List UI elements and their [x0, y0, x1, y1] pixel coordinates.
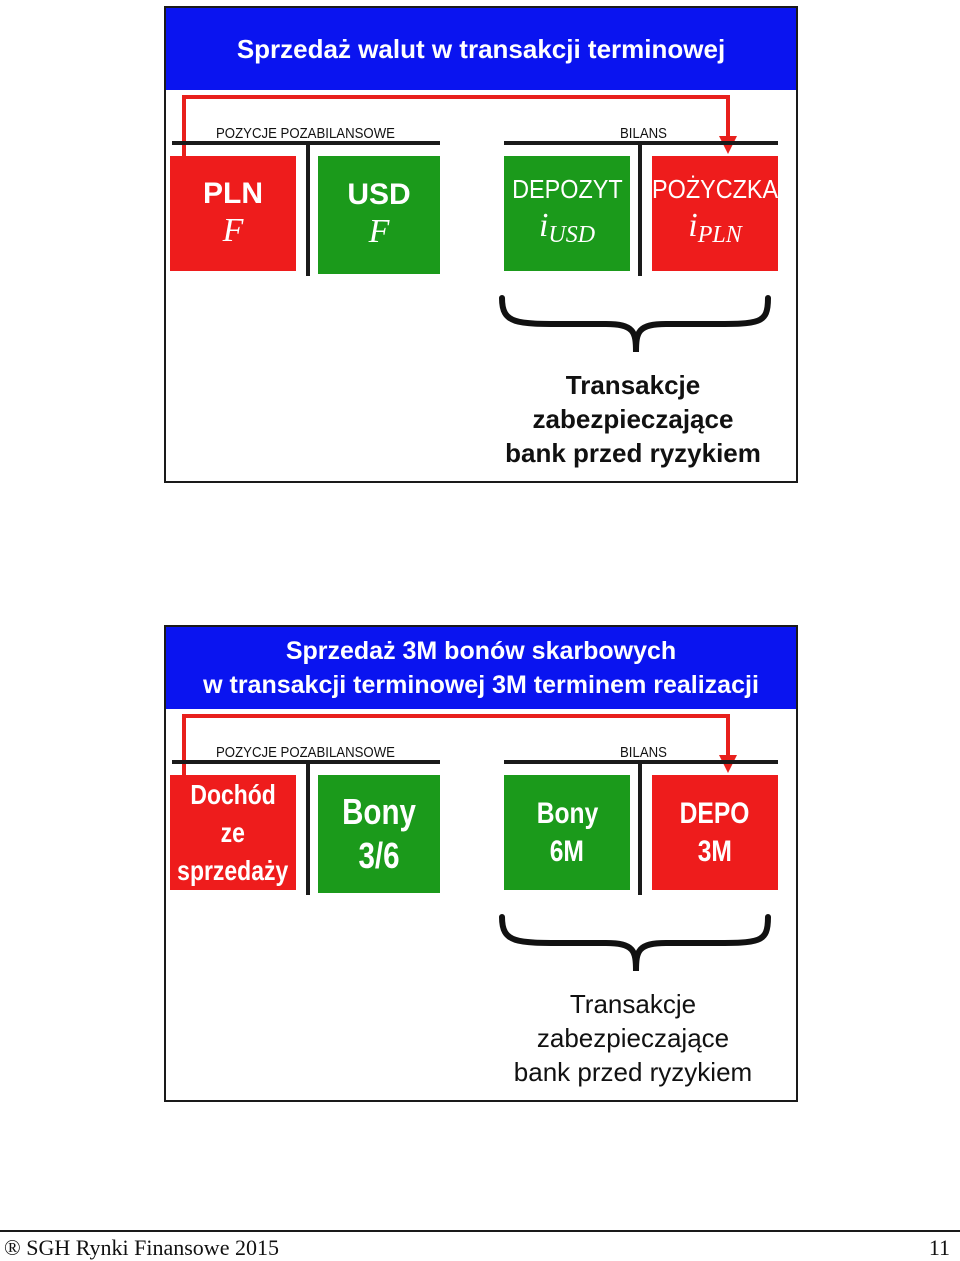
rate-symbol: i — [538, 207, 549, 244]
box-label: DEPO — [680, 796, 750, 830]
box-pln-forward: PLN F — [170, 156, 296, 271]
rate-symbol: i — [688, 207, 698, 244]
arrow-head-icon — [719, 755, 737, 773]
t-account-divider-offbalance — [306, 141, 310, 276]
box-label: Bony — [536, 796, 598, 830]
header-balance: BILANS — [620, 744, 667, 761]
box-label: DEPOZYT — [511, 174, 623, 204]
t-account-divider-offbalance — [306, 760, 310, 895]
curly-brace-icon — [499, 295, 771, 353]
header-offbalance: POZYCJE POZABILANSOWE — [216, 125, 395, 142]
footer-copyright: ® SGH Rynki Finansowe 2015 — [4, 1235, 279, 1260]
box-sale-income: Dochód ze sprzedaży — [170, 775, 296, 890]
box-label: 6M — [549, 834, 585, 868]
box-loan-pln: POŻYCZKA iPLN — [652, 156, 778, 271]
box-label: USD — [347, 178, 411, 211]
t-account-divider-balance — [638, 760, 642, 895]
slide-forward-tbills: Sprzedaż 3M bonów skarbowych w transakcj… — [164, 625, 798, 1102]
box-label: ze — [220, 816, 246, 848]
slide-title-bar: Sprzedaż 3M bonów skarbowych w transakcj… — [166, 627, 796, 709]
header-balance: BILANS — [620, 125, 667, 142]
rate-currency: PLN — [697, 222, 742, 248]
box-usd-forward: USD F — [318, 156, 440, 274]
caption-line: bank przed ryzykiem — [513, 1057, 753, 1087]
box-bills-6m: Bony 6M — [504, 775, 630, 890]
box-bills-3-6: Bony 3/6 — [318, 775, 440, 893]
t-account-divider-balance — [638, 141, 642, 276]
box-depo-3m: DEPO 3M — [652, 775, 778, 890]
box-rate: iPLN — [688, 206, 741, 255]
box-label: 3/6 — [358, 835, 400, 876]
arrow-line — [182, 714, 730, 775]
slide-title-line: w transakcji terminowej 3M terminem real… — [203, 671, 759, 699]
curly-brace-icon — [499, 914, 771, 972]
caption-line: Transakcje — [569, 989, 697, 1019]
connector-arrow — [182, 714, 737, 775]
caption-line: bank przed ryzykiem — [505, 438, 761, 468]
box-label: sprzedaży — [177, 854, 289, 886]
connector-arrow — [182, 95, 737, 156]
arrow-line — [182, 95, 730, 156]
header-offbalance: POZYCJE POZABILANSOWE — [216, 744, 395, 761]
box-label: Dochód — [190, 778, 276, 810]
caption-line: Transakcje — [565, 370, 701, 400]
slide-title-bar: Sprzedaż walut w transakcji terminowej — [166, 8, 796, 90]
arrow-head-icon — [719, 136, 737, 154]
caption-line: zabezpieczające — [532, 404, 734, 434]
page-footer: ® SGH Rynki Finansowe 2015 11 — [0, 1230, 960, 1260]
box-variable: F — [222, 211, 244, 249]
box-deposit-usd: DEPOZYT iUSD — [504, 156, 630, 271]
slide-title-line: Sprzedaż 3M bonów skarbowych — [285, 637, 677, 665]
page-number: 11 — [928, 1235, 950, 1260]
box-label: Bony — [342, 791, 416, 832]
box-label: PLN — [203, 176, 263, 210]
box-rate: iUSD — [539, 206, 595, 255]
caption-line: zabezpieczające — [536, 1023, 730, 1053]
slide-title: Sprzedaż walut w transakcji terminowej — [236, 33, 726, 64]
rate-currency: USD — [548, 222, 596, 248]
slide-forward-currency: Sprzedaż walut w transakcji terminowej P… — [164, 6, 798, 483]
hedge-caption: Transakcje zabezpieczające bank przed ry… — [466, 368, 800, 470]
box-variable: F — [368, 213, 390, 250]
hedge-caption: Transakcje zabezpieczające bank przed ry… — [466, 987, 800, 1089]
box-label: 3M — [697, 834, 733, 868]
box-label: POŻYCZKA — [651, 174, 779, 204]
